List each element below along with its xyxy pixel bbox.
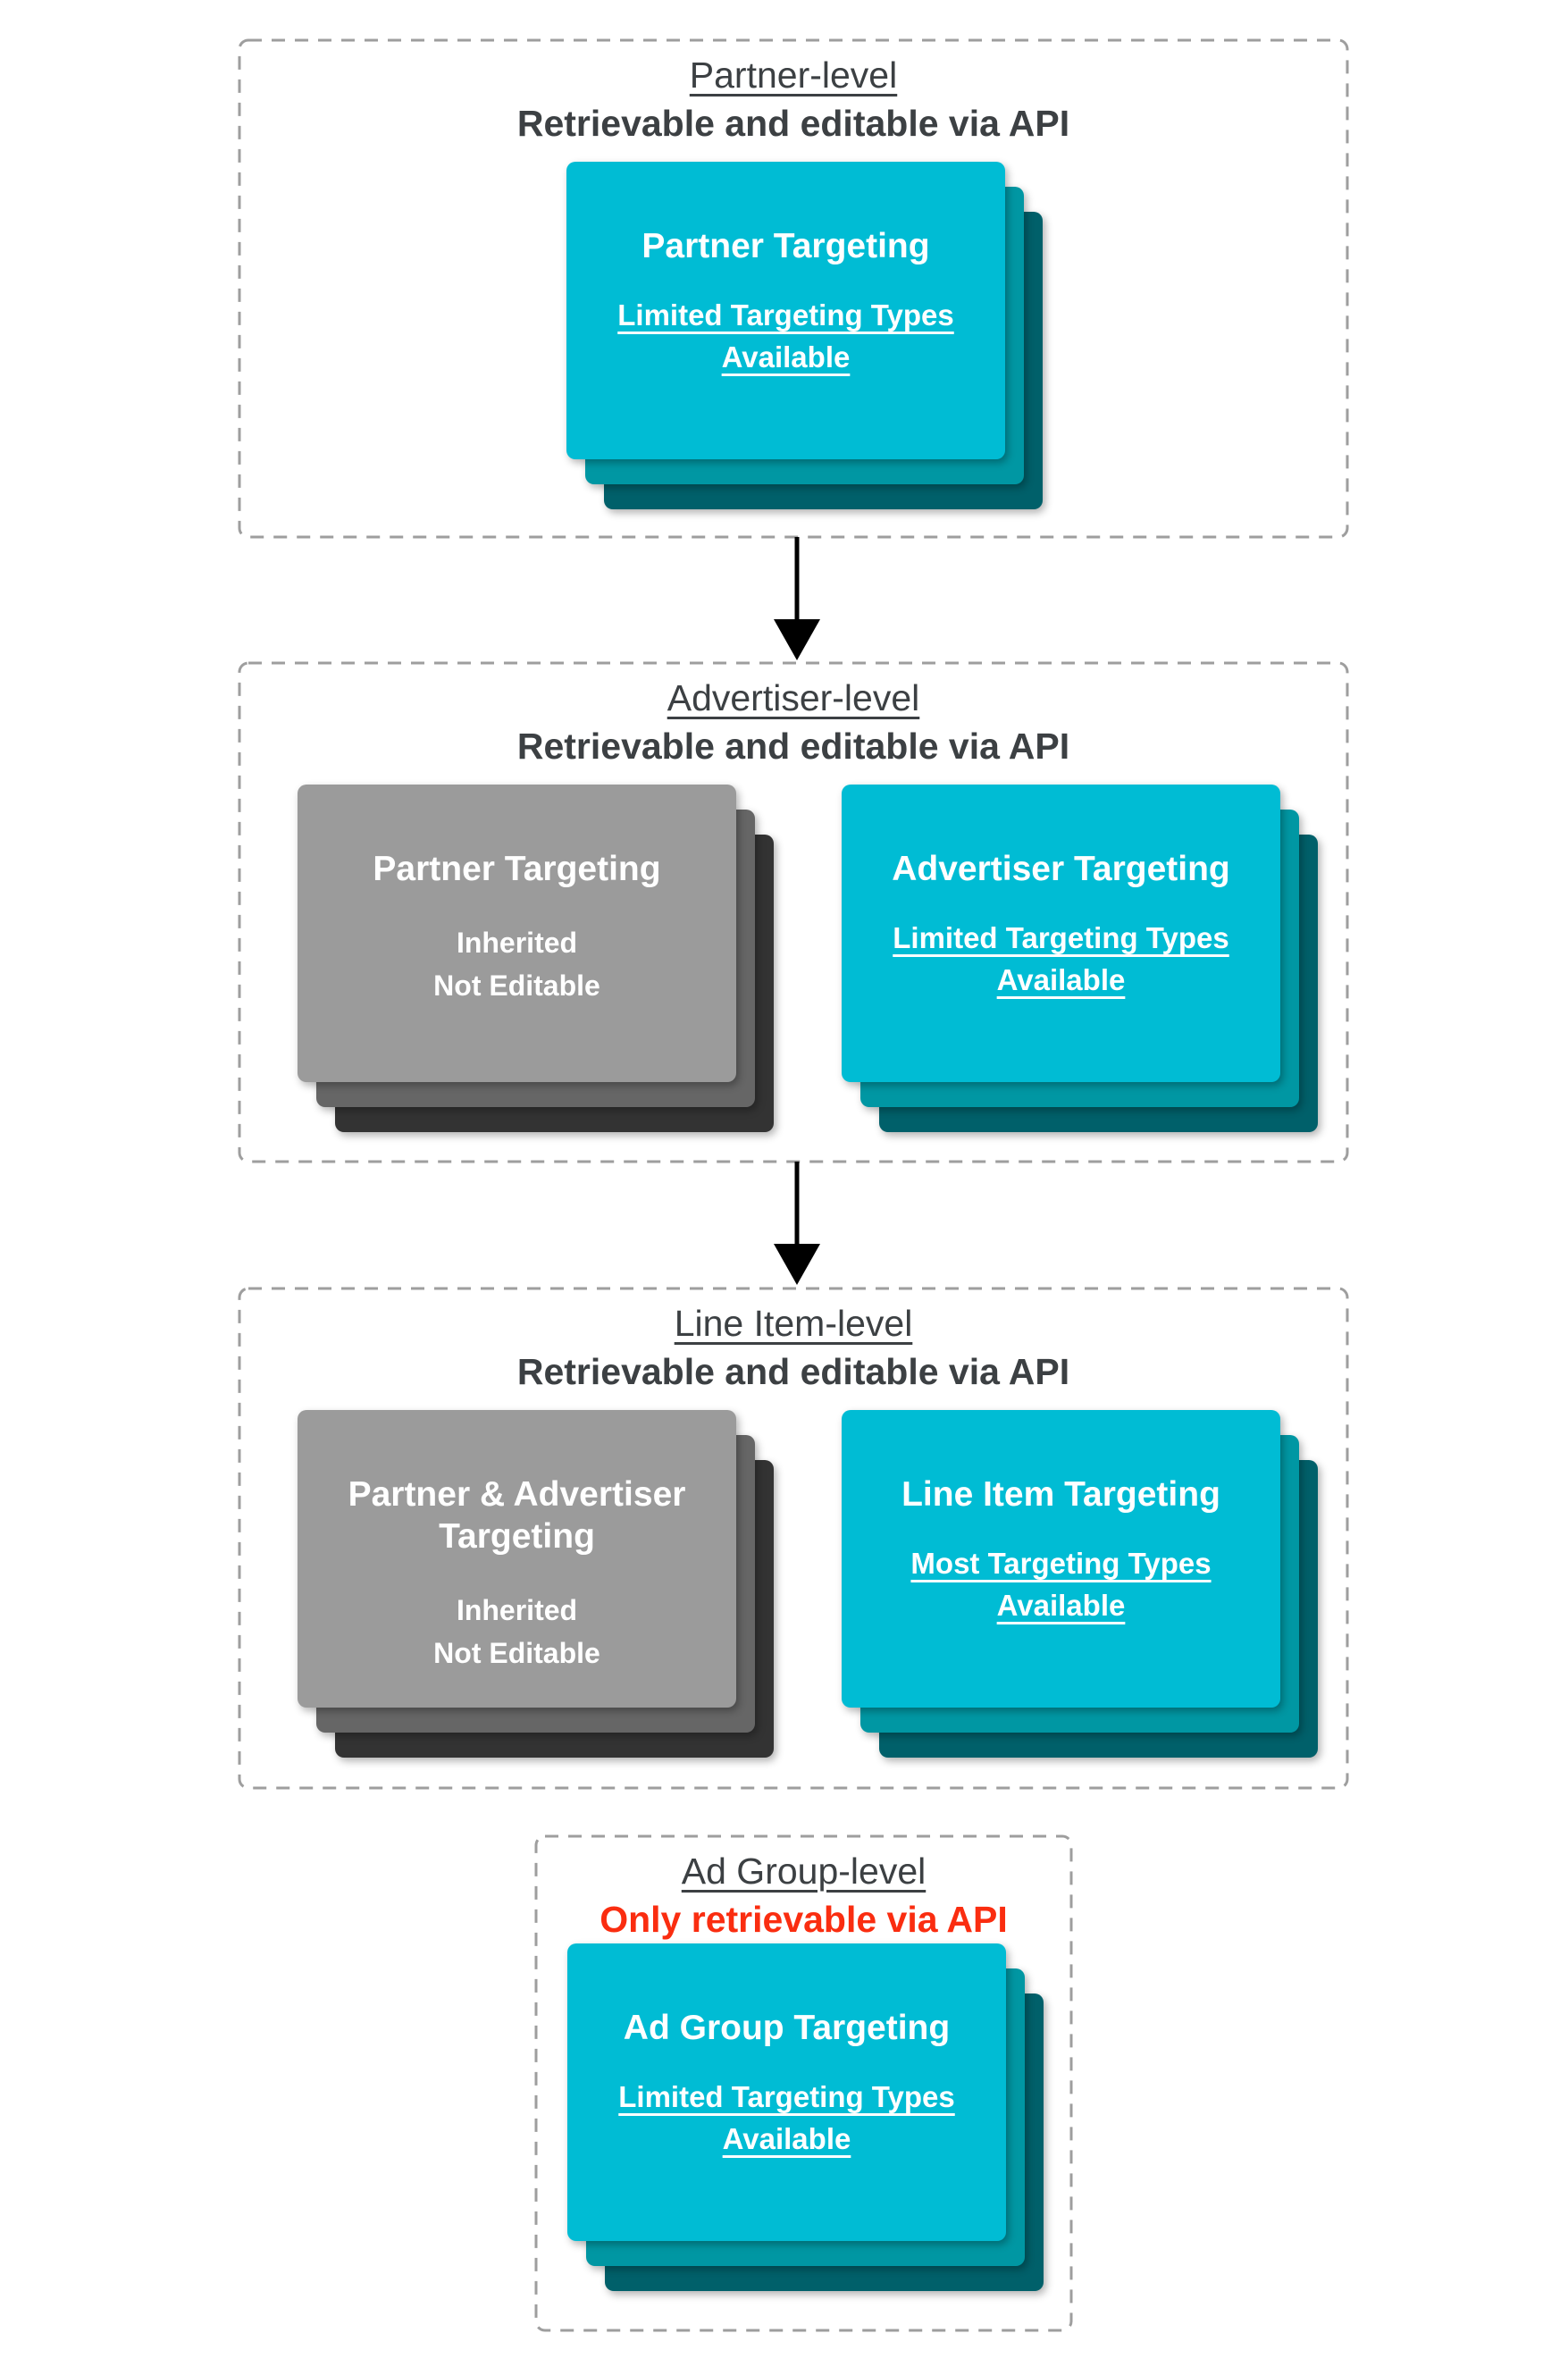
partner-targeting-card: Partner Targeting Limited Targeting Type…: [566, 162, 1005, 459]
line-item-level-section: Line Item-level Retrievable and editable…: [238, 1287, 1349, 1790]
inherited-partner-targeting-card-stack: Partner Targeting Inherited Not Editable: [298, 785, 774, 1132]
card-notes: Inherited Not Editable: [319, 1589, 715, 1675]
partner-level-section: Partner-level Retrievable and editable v…: [238, 38, 1349, 539]
card-heading: Partner Targeting: [641, 227, 930, 265]
card-link-line: Most Targeting Types: [910, 1546, 1212, 1580]
line-item-level-title-text: Line Item-level: [674, 1303, 913, 1344]
card-note-line: Not Editable: [433, 1636, 600, 1669]
partner-level-title: Partner-level: [238, 54, 1349, 97]
advertiser-targeting-card-stack: Advertiser Targeting Limited Targeting T…: [842, 785, 1318, 1132]
line-item-level-title: Line Item-level: [238, 1302, 1349, 1346]
partner-level-subtitle: Retrievable and editable via API: [516, 103, 1070, 145]
line-item-level-subtitle: Retrievable and editable via API: [516, 1351, 1070, 1393]
advertiser-level-title: Advertiser-level: [238, 676, 1349, 720]
inherited-partner-advertiser-targeting-card: Partner & Advertiser Targeting Inherited…: [298, 1410, 736, 1708]
card-heading: Partner & Advertiser Targeting: [348, 1475, 686, 1556]
down-arrow-icon: [770, 537, 824, 662]
card-link-text: Limited Targeting Types Available: [589, 2077, 985, 2161]
ad-group-targeting-card-stack: Ad Group Targeting Limited Targeting Typ…: [567, 1943, 1044, 2291]
card-notes: Inherited Not Editable: [319, 921, 715, 1007]
ad-group-targeting-card: Ad Group Targeting Limited Targeting Typ…: [567, 1943, 1006, 2241]
advertiser-level-subtitle: Retrievable and editable via API: [516, 726, 1070, 768]
card-link-line: Available: [996, 962, 1126, 996]
card-link-line: Available: [721, 340, 851, 374]
card-link-text: Limited Targeting Types Available: [863, 918, 1259, 1002]
ad-group-level-title-text: Ad Group-level: [681, 1851, 927, 1892]
card-link-text: Most Targeting Types Available: [863, 1543, 1259, 1627]
card-link-line: Available: [996, 1588, 1126, 1622]
card-link-line: Limited Targeting Types: [617, 298, 954, 332]
partner-level-title-text: Partner-level: [689, 55, 898, 96]
inherited-partner-advertiser-targeting-card-stack: Partner & Advertiser Targeting Inherited…: [298, 1410, 774, 1758]
card-heading: Ad Group Targeting: [623, 2009, 951, 2047]
advertiser-level-section: Advertiser-level Retrievable and editabl…: [238, 661, 1349, 1163]
advertiser-level-title-text: Advertiser-level: [667, 677, 920, 718]
card-link-line: Limited Targeting Types: [893, 920, 1229, 954]
card-link-line: Available: [722, 2121, 851, 2155]
card-link-line: Limited Targeting Types: [618, 2079, 955, 2113]
card-link-text: Limited Targeting Types Available: [588, 295, 984, 379]
partner-targeting-card-stack: Partner Targeting Limited Targeting Type…: [566, 162, 1043, 509]
line-item-targeting-card: Line Item Targeting Most Targeting Types…: [842, 1410, 1280, 1708]
card-heading: Advertiser Targeting: [892, 850, 1230, 888]
card-note-line: Inherited: [456, 1593, 578, 1626]
line-item-targeting-card-stack: Line Item Targeting Most Targeting Types…: [842, 1410, 1318, 1758]
advertiser-targeting-card: Advertiser Targeting Limited Targeting T…: [842, 785, 1280, 1082]
card-note-line: Not Editable: [433, 969, 600, 1002]
ad-group-level-subtitle: Only retrievable via API: [600, 1899, 1008, 1941]
card-heading: Partner Targeting: [373, 850, 661, 888]
inherited-partner-targeting-card: Partner Targeting Inherited Not Editable: [298, 785, 736, 1082]
card-heading: Line Item Targeting: [901, 1475, 1220, 1514]
ad-group-level-section: Ad Group-level Only retrievable via API …: [534, 1834, 1073, 2332]
ad-group-level-title: Ad Group-level: [534, 1850, 1073, 1893]
down-arrow-icon: [770, 1162, 824, 1287]
card-note-line: Inherited: [456, 926, 578, 959]
